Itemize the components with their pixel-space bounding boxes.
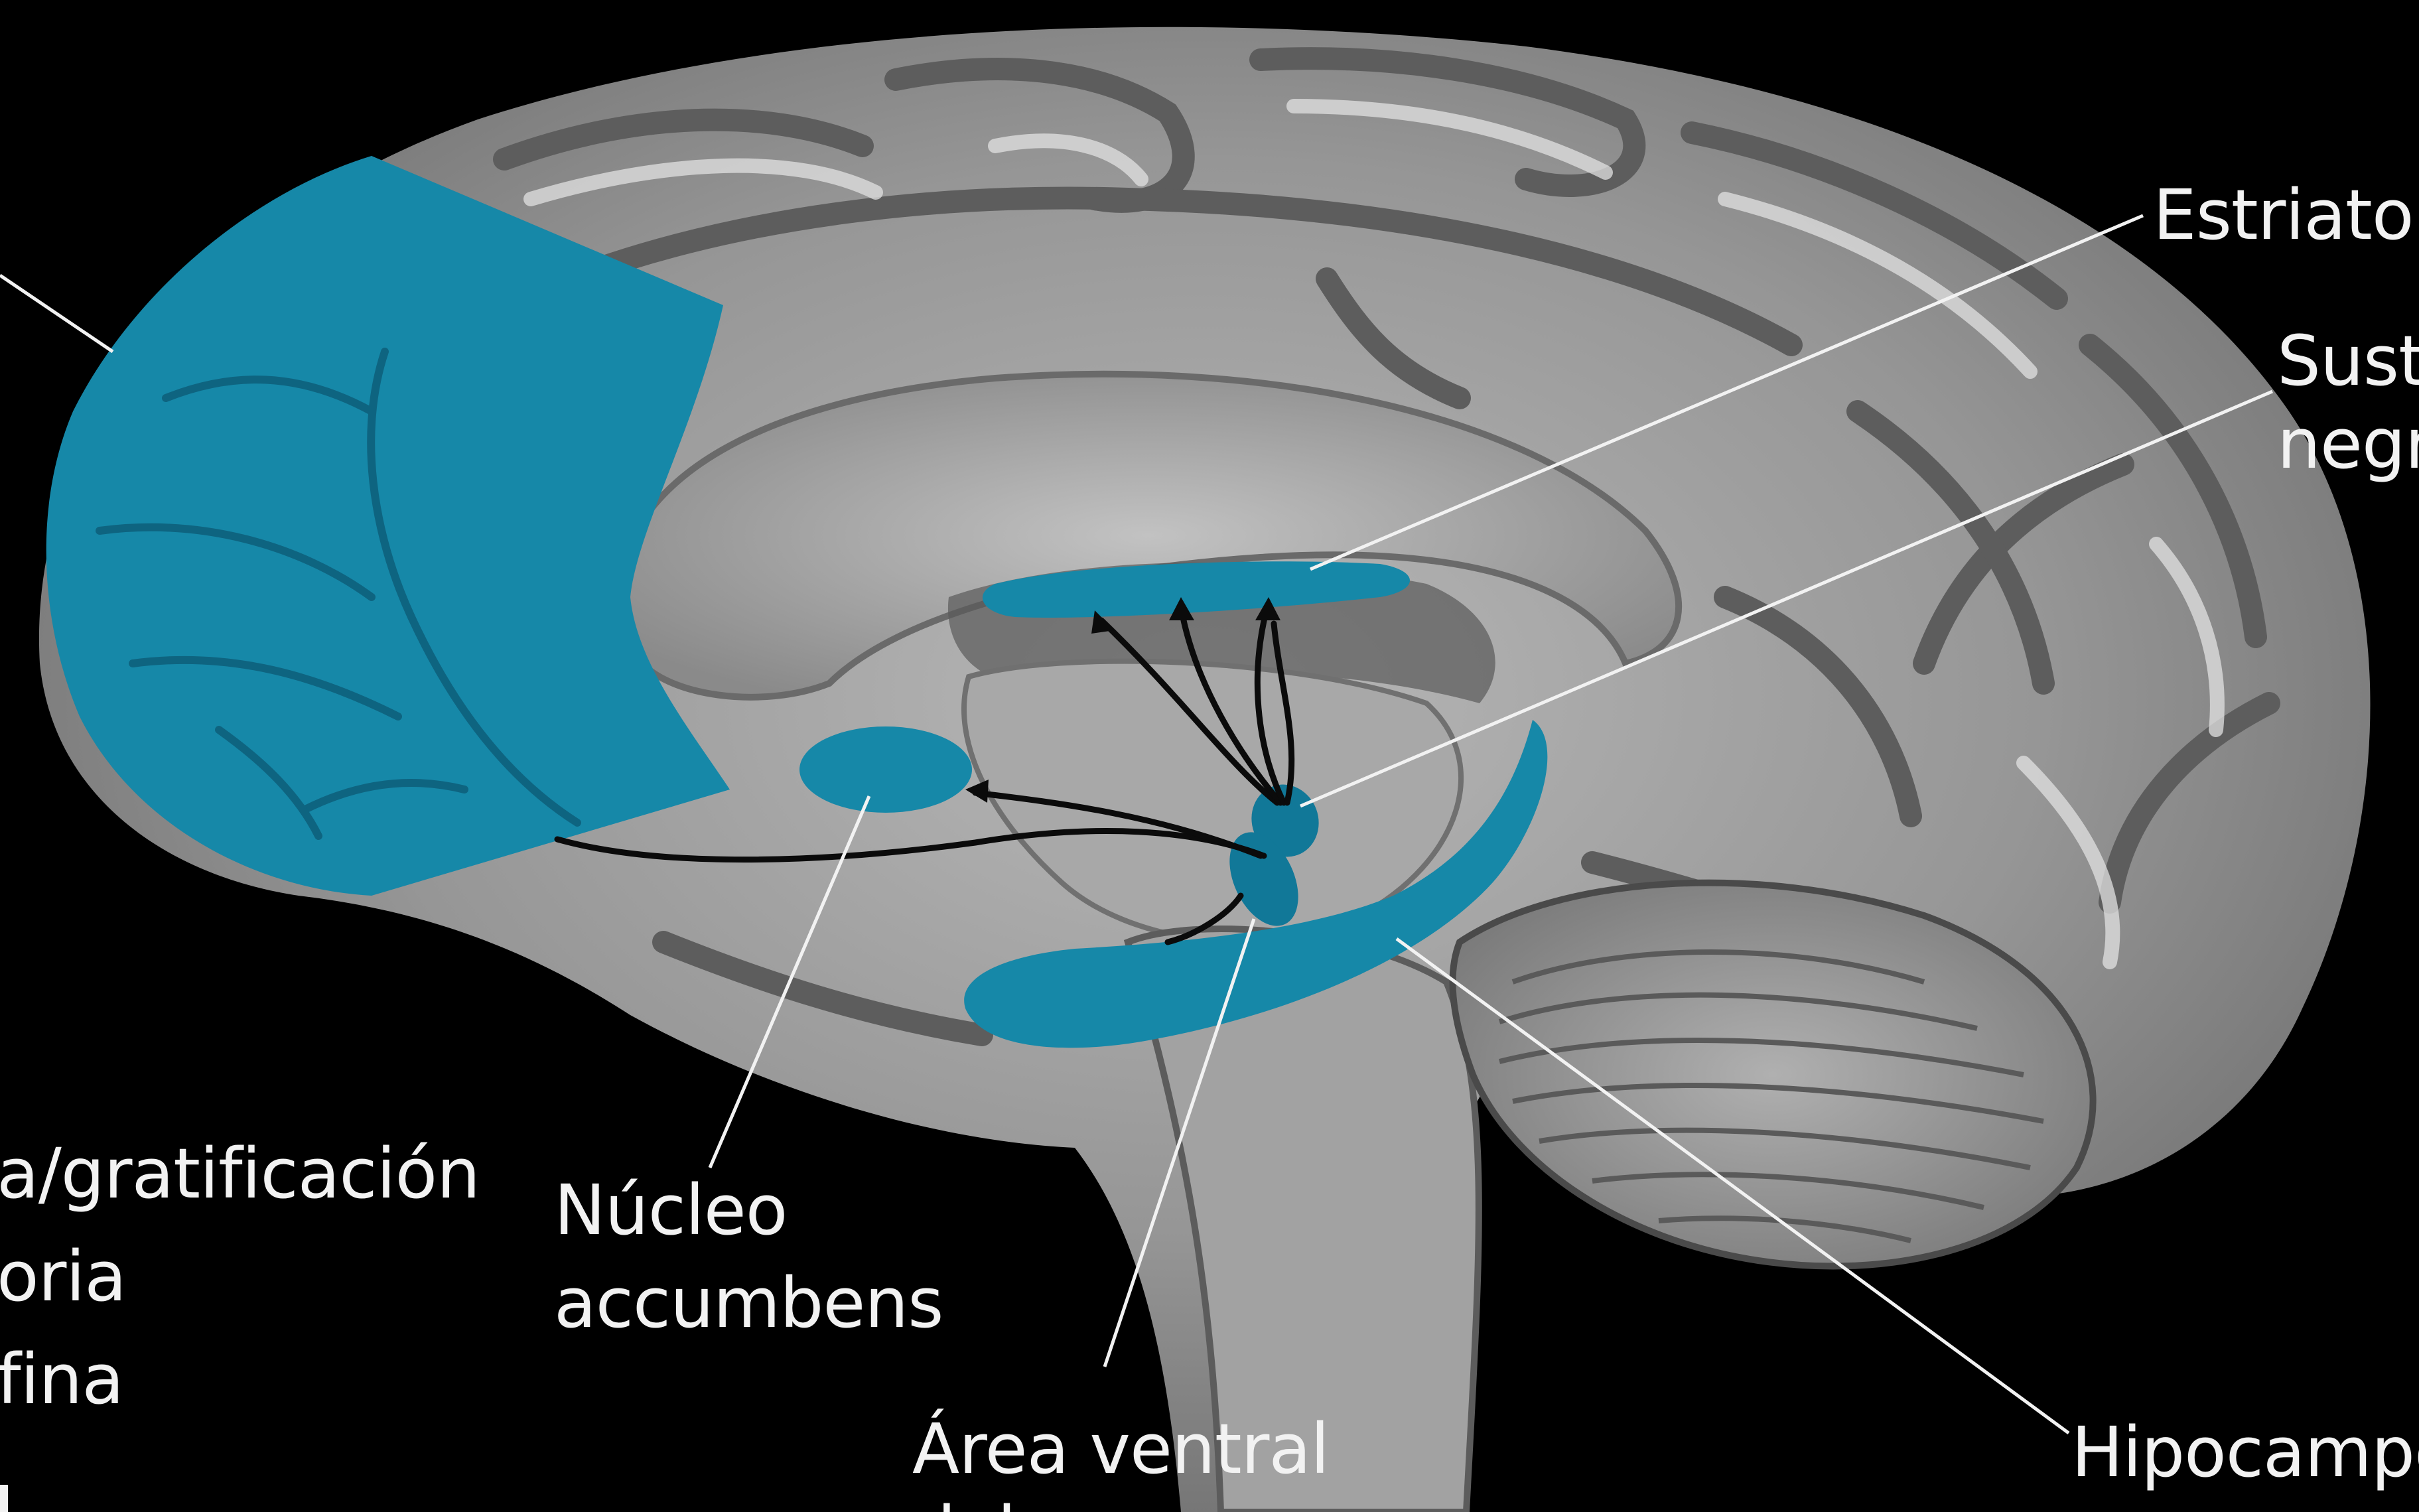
label-functions-line2: oria <box>0 1236 126 1317</box>
label-sustancia-negra-line2: negr <box>2277 403 2419 484</box>
label-sustancia-negra-line1: Susta <box>2277 320 2419 401</box>
label-estriato: Estriato <box>2153 174 2413 255</box>
label-functions-line3: fina <box>0 1339 123 1420</box>
label-area-ventral-line1: Área ventral <box>912 1409 1329 1489</box>
label-functions-line1: a/gratificación <box>0 1133 480 1214</box>
nucleus-accumbens-region <box>799 726 972 813</box>
label-nucleo-line2: accumbens <box>554 1263 943 1343</box>
label-functions-fragment <box>0 1485 8 1512</box>
label-hipocampo: Hipocampo <box>2071 1412 2419 1493</box>
label-nucleo-line1: Núcleo <box>554 1170 787 1251</box>
label-area-ventral-line2: del <box>912 1491 1016 1512</box>
